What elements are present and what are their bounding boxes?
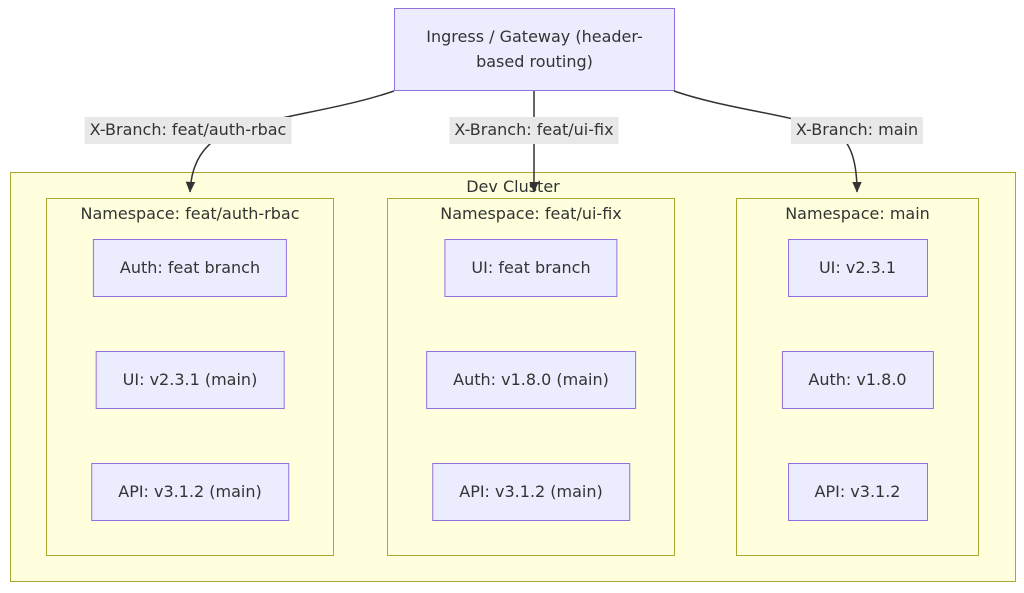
service-node-ui: UI: feat branch	[444, 239, 618, 297]
service-label: API: v3.1.2 (main)	[459, 481, 603, 501]
namespace-feat-ui-fix: Namespace: feat/ui-fix UI: feat branch A…	[387, 198, 675, 556]
service-label: API: v3.1.2	[814, 481, 901, 501]
namespace-title: Namespace: feat/auth-rbac	[80, 204, 300, 223]
service-label: UI: feat branch	[471, 257, 591, 277]
service-label: Auth: v1.8.0	[808, 369, 907, 389]
service-node-auth: Auth: feat branch	[92, 239, 288, 297]
edge-label-main: X-Branch: main	[790, 117, 924, 144]
gateway-label: Ingress / Gateway (header-based routing)	[426, 26, 643, 71]
service-node-api: API: v3.1.2 (main)	[91, 463, 289, 521]
service-node-ui: UI: v2.3.1 (main)	[95, 351, 285, 409]
service-label: UI: v2.3.1 (main)	[122, 369, 258, 389]
service-label: Auth: v1.8.0 (main)	[453, 369, 609, 389]
edge-label-auth-rbac: X-Branch: feat/auth-rbac	[84, 117, 292, 144]
edge-label-ui-fix: X-Branch: feat/ui-fix	[449, 117, 619, 144]
namespace-main: Namespace: main UI: v2.3.1 Auth: v1.8.0 …	[736, 198, 979, 556]
namespace-feat-auth-rbac: Namespace: feat/auth-rbac Auth: feat bra…	[46, 198, 334, 556]
service-node-api: API: v3.1.2	[787, 463, 928, 521]
service-label: Auth: feat branch	[119, 257, 261, 277]
service-node-api: API: v3.1.2 (main)	[432, 463, 630, 521]
dev-cluster: Dev Cluster Namespace: feat/auth-rbac Au…	[10, 172, 1016, 582]
namespace-title: Namespace: main	[785, 204, 930, 223]
namespace-title: Namespace: feat/ui-fix	[440, 204, 622, 223]
service-label: UI: v2.3.1	[818, 257, 897, 277]
service-node-ui: UI: v2.3.1	[787, 239, 928, 297]
service-node-auth: Auth: v1.8.0	[781, 351, 934, 409]
service-node-auth: Auth: v1.8.0 (main)	[426, 351, 636, 409]
gateway-node: Ingress / Gateway (header-based routing)	[394, 8, 675, 91]
dev-cluster-title: Dev Cluster	[466, 177, 560, 196]
service-label: API: v3.1.2 (main)	[118, 481, 262, 501]
